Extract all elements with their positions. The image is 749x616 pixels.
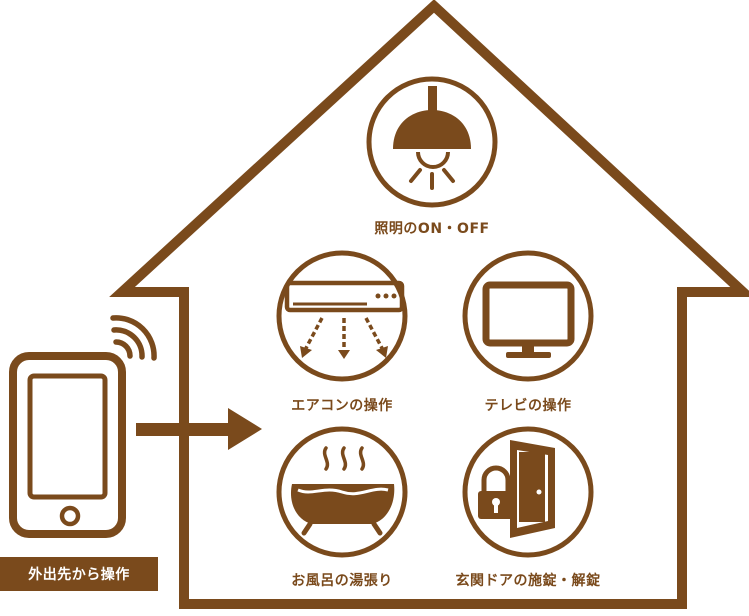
- television-icon: [462, 250, 594, 382]
- arrow-icon: [136, 408, 262, 450]
- bath-filling-label: お風呂の湯張り: [291, 573, 393, 589]
- ceiling-light-icon: [366, 76, 498, 208]
- aircon-control-label: エアコンの操作: [291, 398, 393, 414]
- remote-operation-badge: 外出先から操作: [0, 557, 158, 591]
- door-lock-label: 玄関ドアの施錠・解錠: [455, 573, 601, 589]
- signal-waves-icon: [110, 315, 157, 361]
- smartphone-icon: [9, 352, 126, 538]
- tv-control-label: テレビの操作: [484, 398, 572, 414]
- house-outline: [109, 0, 749, 609]
- light-toggle-label: 照明のON・OFF: [374, 221, 490, 237]
- bathtub-icon: [276, 426, 408, 558]
- air-conditioner-icon: [276, 250, 408, 382]
- door-lock-icon: [462, 426, 594, 558]
- remote-operation-label: 外出先から操作: [28, 567, 130, 583]
